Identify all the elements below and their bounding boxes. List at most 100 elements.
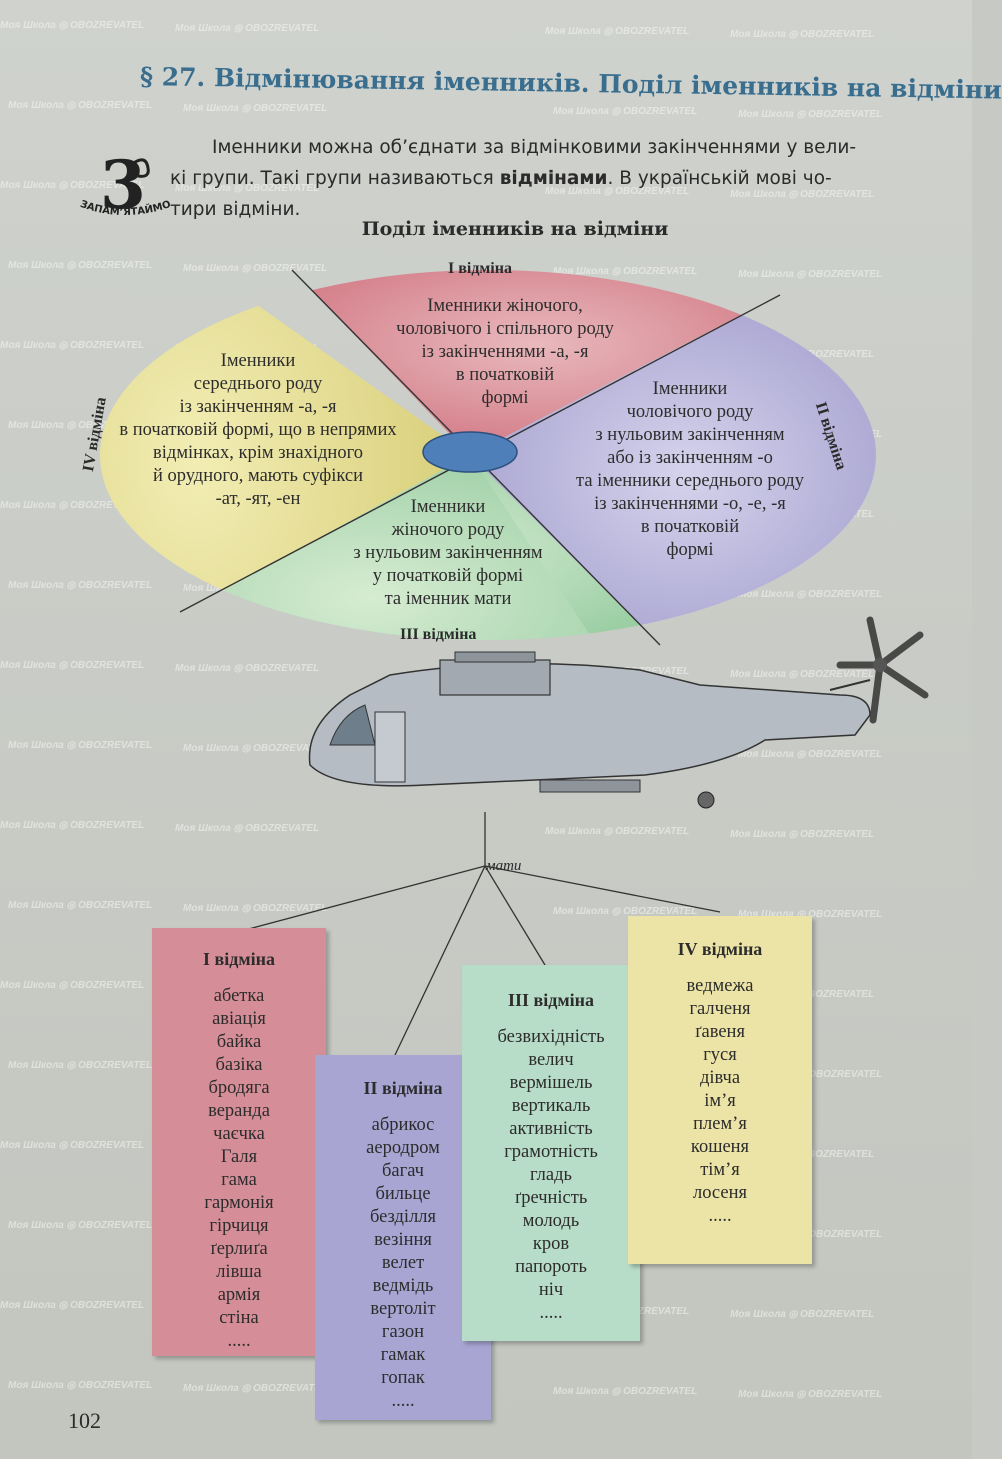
box-heading: I відміна	[203, 949, 275, 969]
connector-lines	[244, 812, 721, 1056]
watermark-text: Моя Школа ◎ OBOZREVATEL	[8, 1220, 153, 1231]
word-item: ґерлиґа	[210, 1239, 268, 1259]
word-item: аеродром	[366, 1138, 440, 1158]
word-item: активність	[509, 1119, 593, 1139]
word-item: вермішель	[509, 1073, 593, 1093]
watermark-text: Моя Школа ◎ OBOZREVATEL	[730, 189, 875, 200]
label-declension-1: I відміна	[448, 260, 512, 277]
word-item: гірчиця	[209, 1216, 269, 1236]
intro-line-3: тири відміни.	[170, 199, 301, 220]
watermark-text: Моя Школа ◎ OBOZREVATEL	[545, 186, 690, 197]
watermark-text: Моя Школа ◎ OBOZREVATEL	[183, 743, 328, 754]
word-item: везіння	[374, 1230, 432, 1250]
word-item: ніч	[538, 1280, 564, 1300]
watermark-text: Моя Школа ◎ OBOZREVATEL	[738, 909, 883, 920]
word-item: безділля	[369, 1207, 437, 1227]
watermark-text: Моя Школа ◎ OBOZREVATEL	[0, 820, 145, 831]
word-item: бильце	[375, 1184, 431, 1204]
word-item: кошеня	[690, 1137, 750, 1157]
word-item: гуся	[703, 1045, 737, 1065]
box-heading: III відміна	[508, 990, 594, 1010]
watermark-text: Моя Школа ◎ OBOZREVATEL	[0, 660, 145, 671]
watermark-text: Моя Школа ◎ OBOZREVATEL	[183, 903, 328, 914]
word-item: безвихідність	[497, 1027, 605, 1047]
helicopter-illustration	[244, 616, 929, 1056]
word-item: гопак	[381, 1368, 425, 1388]
word-item: байка	[216, 1032, 262, 1052]
word-item: авіація	[212, 1009, 266, 1029]
watermark-text: Моя Школа ◎ OBOZREVATEL	[8, 260, 153, 271]
watermark-text: Моя Школа ◎ OBOZREVATEL	[0, 340, 145, 351]
word-item: абетка	[213, 986, 265, 1006]
word-item: веранда	[208, 1101, 270, 1121]
helicopter-caption: мати	[486, 858, 522, 874]
word-item: вертикаль	[511, 1096, 591, 1116]
word-item: ведмежа	[686, 976, 754, 996]
word-item: .....	[227, 1331, 251, 1351]
box-heading: II відміна	[363, 1078, 443, 1098]
word-item: галченя	[689, 999, 751, 1019]
watermark-text: Моя Школа ◎ OBOZREVATEL	[738, 1389, 883, 1400]
text-declension-1: Іменники жіночого,чоловічого і спільного…	[396, 296, 614, 408]
watermark-text: Моя Школа ◎ OBOZREVATEL	[8, 420, 153, 431]
watermark-text: Моя Школа ◎ OBOZREVATEL	[553, 106, 698, 117]
watermark-text: Моя Школа ◎ OBOZREVATEL	[8, 1380, 153, 1391]
remember-badge-icon: 3 ЗАПАМ’ЯТАЙМО	[79, 150, 173, 224]
word-item: .....	[708, 1206, 732, 1226]
word-item: .....	[539, 1303, 563, 1323]
helicopter-icon	[308, 616, 929, 809]
watermark-text: Моя Школа ◎ OBOZREVATEL	[183, 1383, 328, 1394]
intro-line-1: Іменники можна об’єднати за відмінковими…	[212, 137, 857, 158]
watermark-text: Моя Школа ◎ OBOZREVATEL	[0, 180, 145, 191]
word-item: велет	[381, 1253, 425, 1273]
watermark-text: Моя Школа ◎ OBOZREVATEL	[183, 263, 328, 274]
word-item: бродяга	[208, 1078, 270, 1098]
word-item: ведмідь	[372, 1276, 434, 1296]
watermark-text: Моя Школа ◎ OBOZREVATEL	[553, 266, 698, 277]
watermark-text: Моя Школа ◎ OBOZREVATEL	[8, 740, 153, 751]
intro-line-2: кі групи. Такі групи називаються відміна…	[170, 168, 832, 189]
watermark-text: Моя Школа ◎ OBOZREVATEL	[183, 103, 328, 114]
word-item: гамак	[380, 1345, 426, 1365]
word-list: безвихідність велич вермішель вертикаль акти…	[462, 1026, 640, 1325]
watermark-text: Моя Школа ◎ OBOZREVATEL	[738, 109, 883, 120]
intro-paragraph: Іменники можна об’єднати за відмінковими…	[170, 132, 930, 225]
word-item: гама	[221, 1170, 257, 1190]
watermark-text: Моя Школа ◎ OBOZREVATEL	[730, 669, 875, 680]
word-item: лівша	[216, 1262, 262, 1282]
watermark-text: Моя Школа ◎ OBOZREVATEL	[545, 826, 690, 837]
watermark-text: Моя Школа ◎ OBOZREVATEL	[553, 906, 698, 917]
watermark-text: Моя Школа ◎ OBOZREVATEL	[8, 900, 153, 911]
remember-number: 3	[100, 150, 146, 224]
watermark-text: Моя Школа ◎ OBOZREVATEL	[0, 20, 145, 31]
watermark-text: Моя Школа ◎ OBOZREVATEL	[738, 749, 883, 760]
watermark-text: Моя Школа ◎ OBOZREVATEL	[175, 663, 320, 674]
watermark-text: Моя Школа ◎ OBOZREVATEL	[175, 23, 320, 34]
word-item: ґавеня	[695, 1022, 745, 1042]
word-item: плем’я	[693, 1114, 747, 1134]
watermark-text: Моя Школа ◎ OBOZREVATEL	[8, 580, 153, 591]
word-item: тім’я	[700, 1160, 740, 1180]
word-item: гармонія	[204, 1193, 274, 1213]
box-declension-3: III відміна безвихідність велич вермішель в…	[462, 965, 640, 1341]
watermark-text: Моя Школа ◎ OBOZREVATEL	[175, 823, 320, 834]
watermark-text: Моя Школа ◎ OBOZREVATEL	[730, 829, 875, 840]
word-item: кров	[532, 1234, 570, 1254]
watermark-text: Моя Школа ◎ OBOZREVATEL	[545, 26, 690, 37]
center-hub	[422, 431, 518, 473]
word-item: Галя	[220, 1147, 258, 1167]
word-item: ґречність	[514, 1188, 588, 1208]
word-item: .....	[391, 1391, 415, 1411]
word-item: велич	[528, 1050, 574, 1070]
watermark-text: Моя Школа ◎ OBOZREVATEL	[0, 980, 145, 991]
word-item: дівча	[699, 1068, 741, 1088]
